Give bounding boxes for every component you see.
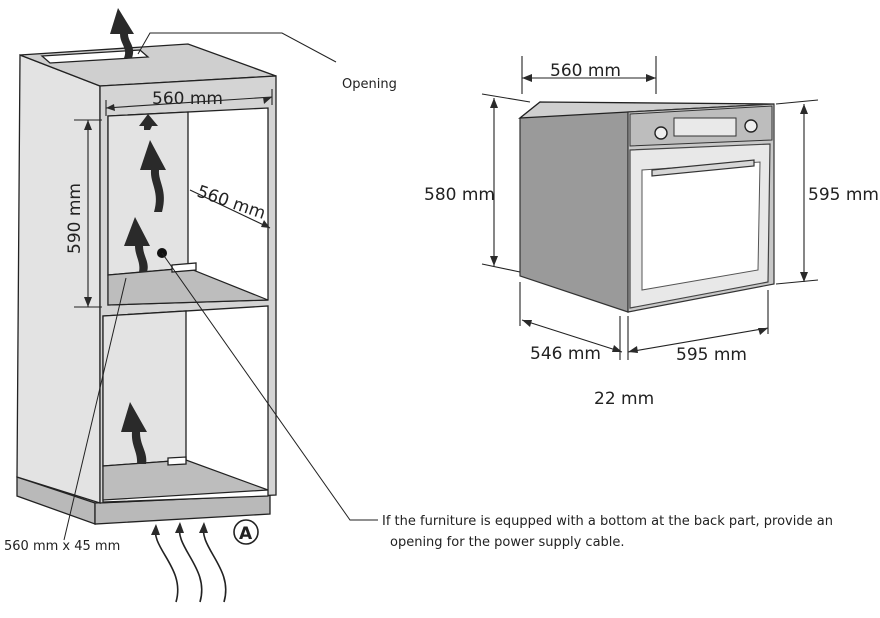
shelf-slot	[171, 262, 197, 273]
oven-left-height-label: 580 mm	[424, 185, 495, 205]
control-knob-icon	[744, 119, 758, 133]
marker-label: A	[239, 524, 253, 544]
oven-left-height-dimension: 580 mm	[424, 93, 531, 273]
cabinet: 560 mm 590 mm 560 mm Opening 560 mm x 45…	[4, 8, 397, 603]
vent-callout: 560 mm x 45 mm	[4, 277, 127, 554]
airflow-arrow-icon	[140, 140, 166, 212]
upper-compartment-back	[107, 111, 189, 276]
opening-label: Opening	[342, 77, 397, 92]
cabinet-width-label: 560 mm	[152, 89, 223, 109]
oven-handle	[651, 159, 755, 177]
lower-compartment-back	[102, 310, 187, 467]
cabinet-top-opening	[40, 49, 150, 64]
oven-front-width-label: 595 mm	[676, 345, 747, 365]
cabinet-width-dimension: 560 mm	[105, 89, 273, 116]
oven-top-width-label: 560 mm	[550, 61, 621, 81]
oven-depth-label: 546 mm	[530, 344, 601, 364]
incoming-air-waves	[151, 522, 227, 603]
note-line-2: opening for the power supply cable.	[390, 535, 625, 550]
note-line-1: If the furniture is equpped with a botto…	[382, 514, 833, 529]
airflow-arrow-icon	[139, 114, 158, 130]
oven-gap-label: 22 mm	[594, 389, 654, 409]
opening-callout: Opening	[137, 32, 397, 92]
airflow-arrow-icon	[121, 402, 147, 464]
control-knob-icon	[654, 126, 668, 140]
vent-label: 560 mm x 45 mm	[4, 539, 120, 554]
circled-a-icon: A	[233, 519, 259, 545]
oven-right-height-label: 595 mm	[808, 185, 879, 205]
oven-body	[519, 101, 629, 313]
airflow-arrow-icon	[124, 217, 150, 272]
oven	[518, 101, 775, 313]
airflow-arrow-icon	[110, 8, 134, 58]
oven-top-width-dimension: 560 mm	[521, 56, 657, 94]
oven-front-width-dimension: 595 mm	[619, 290, 769, 365]
upper-compartment-shelf	[107, 267, 269, 306]
oven-window	[641, 161, 761, 291]
lower-compartment-floor	[102, 459, 269, 501]
lower-slot	[167, 456, 187, 466]
cabinet-height-label: 590 mm	[65, 183, 85, 254]
oven-depth-dimension: 546 mm	[519, 282, 623, 364]
cable-note-leader	[161, 252, 378, 521]
display-panel	[673, 117, 737, 137]
airflow-arrows	[110, 8, 166, 464]
oven-right-height-dimension: 595 mm	[775, 99, 879, 285]
cable-note: If the furniture is equpped with a botto…	[382, 514, 833, 550]
cabinet-height-dimension: 590 mm	[65, 119, 102, 308]
